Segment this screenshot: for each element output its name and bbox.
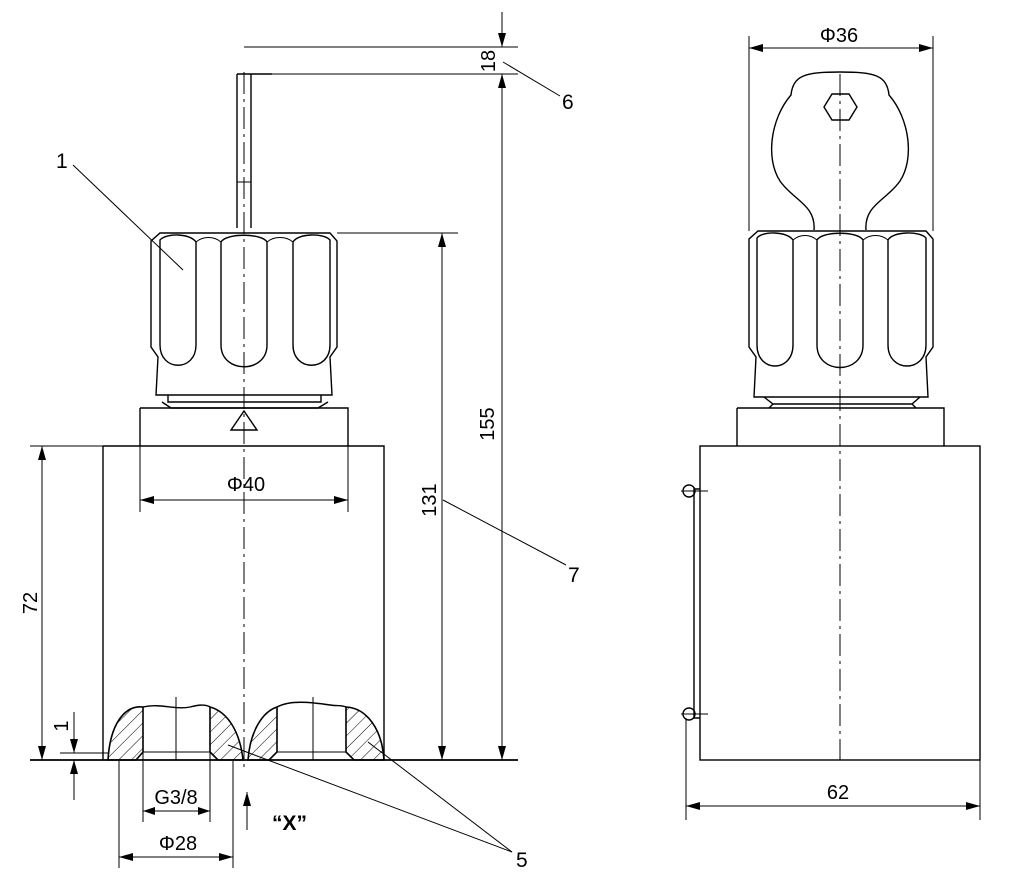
- dim-72: 72: [20, 445, 103, 760]
- dim-1-text: 1: [51, 720, 73, 731]
- callout-5-text: 5: [516, 849, 528, 872]
- dim-phi28-text: Φ28: [159, 833, 197, 855]
- side-knurled-knob: [748, 230, 934, 398]
- dim-phi36-text: Φ36: [820, 25, 858, 47]
- side-collar: [736, 396, 945, 446]
- callout-7: 7: [442, 499, 580, 587]
- dim-phi40: Φ40: [139, 446, 349, 512]
- front-view: 18 155 131 Φ40: [20, 12, 580, 872]
- key-hex-hole: [823, 93, 858, 121]
- dim-62: 62: [685, 718, 981, 820]
- dim-g38: G3/8: [142, 752, 211, 822]
- callout-1-text: 1: [56, 150, 68, 173]
- callout-7-text: 7: [568, 564, 580, 587]
- dim-phi36: Φ36: [748, 25, 934, 231]
- dim-155-text: 155: [477, 407, 499, 440]
- dim-62-text: 62: [827, 782, 849, 804]
- side-view: Φ36 62: [681, 25, 981, 820]
- callout-5: 5: [227, 741, 528, 872]
- dim-phi28: Φ28: [118, 760, 234, 868]
- dim-155: 155: [477, 74, 506, 760]
- dim-g38-text: G3/8: [154, 787, 197, 809]
- dim-phi40-text: Φ40: [227, 474, 265, 496]
- key-lever: [236, 73, 272, 228]
- side-body: [681, 445, 981, 761]
- dim-18: 18: [244, 12, 518, 88]
- callout-6: 6: [502, 61, 574, 114]
- knurled-knob: [150, 232, 338, 396]
- dim-1: 1: [51, 712, 108, 800]
- key-head: [770, 71, 910, 231]
- dim-131-text: 131: [419, 483, 441, 516]
- dim-131: 131: [337, 232, 458, 760]
- view-x-label: “X”: [272, 812, 307, 835]
- dim-18-text: 18: [478, 50, 500, 72]
- callout-1: 1: [56, 150, 184, 271]
- callout-6-text: 6: [562, 91, 574, 114]
- view-x-arrow: “X”: [243, 792, 307, 835]
- port-sections: [107, 697, 385, 761]
- dim-72-text: 72: [20, 592, 42, 614]
